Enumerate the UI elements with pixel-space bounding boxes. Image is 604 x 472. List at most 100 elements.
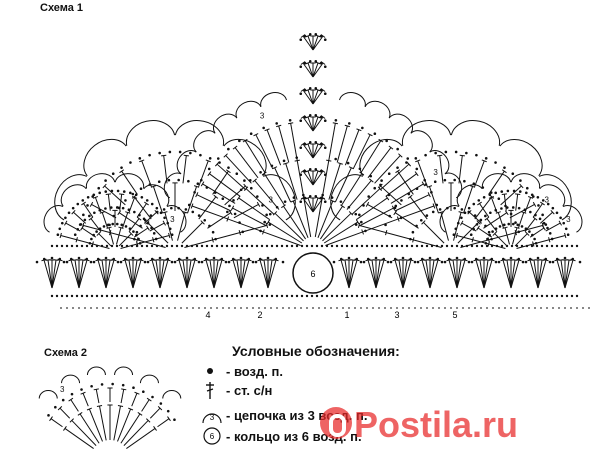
chain-dot	[150, 202, 154, 206]
chain-arc	[481, 173, 512, 189]
chain-dot	[224, 260, 228, 264]
dc-stitch	[439, 155, 444, 184]
dc-stitch-bar	[119, 169, 125, 174]
chain-dot	[81, 199, 85, 202]
chain-dot	[470, 244, 474, 248]
chain-dot	[61, 398, 65, 402]
chain-dot	[120, 166, 123, 169]
chain-dot	[100, 383, 104, 386]
chain-dot	[500, 207, 503, 210]
chain-dot	[325, 244, 329, 248]
chain-arc	[143, 184, 170, 207]
dc-stitch	[255, 134, 274, 169]
chain-count-label: 3	[268, 195, 273, 204]
chain-dot	[283, 200, 287, 203]
dc-stitch	[245, 188, 275, 215]
chain-dot	[575, 244, 579, 248]
dc-stitch-bar	[86, 407, 92, 411]
chain-dot	[475, 294, 479, 298]
chain-dot	[86, 204, 89, 207]
chain-dot	[477, 199, 481, 202]
dc-stitch-bar	[69, 418, 75, 423]
chain-dot	[77, 256, 81, 260]
chain-dot	[390, 244, 394, 248]
chain-dot	[100, 244, 104, 248]
chain-dot	[495, 244, 499, 248]
chain-dot	[116, 189, 120, 193]
chain-dot	[405, 294, 409, 298]
dc-stitch	[503, 194, 507, 211]
dc-stitch	[90, 218, 102, 233]
chain-dot	[60, 221, 64, 225]
chain-dot	[305, 244, 309, 248]
dc-stitch	[181, 222, 203, 244]
dc-stitch	[236, 259, 242, 289]
chain-dot	[211, 230, 215, 234]
chain-dot	[480, 294, 484, 298]
dc-stitch	[212, 170, 229, 195]
chain-dot	[431, 210, 435, 214]
chain-dot	[516, 223, 520, 227]
chain-dot	[380, 179, 383, 182]
chain-arc	[450, 120, 501, 146]
chain-dot	[425, 294, 429, 298]
chain-dot	[249, 186, 253, 190]
dc-stitch	[497, 212, 505, 229]
dc-stitch	[307, 197, 314, 213]
chain-dot	[90, 244, 94, 248]
dc-stitch	[240, 259, 250, 289]
dc-stitch-bar	[407, 194, 413, 199]
dc-stitch-bar	[332, 122, 338, 125]
dc-stitch	[352, 134, 371, 169]
chain-dot	[92, 260, 96, 264]
chain-dot	[340, 294, 344, 298]
chain-dot	[155, 206, 159, 210]
dc-stitch-bar	[294, 159, 300, 162]
dc-stitch	[402, 259, 408, 289]
dc-stitch-bar	[512, 259, 518, 261]
chain-dot	[129, 161, 132, 164]
chain-dot	[340, 244, 344, 248]
chain-dot	[148, 153, 151, 157]
chain-dot	[460, 208, 464, 211]
chain-dot	[361, 126, 364, 130]
chain-arc	[86, 366, 106, 376]
chain-arc	[260, 92, 287, 107]
chain-dot	[93, 211, 96, 215]
chain-dot	[382, 257, 386, 261]
dc-stitch-bar	[305, 196, 311, 200]
dc-stitch	[141, 399, 150, 412]
chain-dot	[482, 195, 486, 199]
chain-dot	[285, 294, 289, 298]
chain-dot	[110, 244, 114, 248]
chain-dot	[415, 167, 419, 171]
dc-stitch-bar	[467, 209, 472, 215]
chain-dot	[261, 204, 264, 207]
chain-dot	[537, 204, 540, 207]
chain-dot	[86, 195, 90, 199]
dc-stitch	[452, 259, 458, 289]
chain-dot	[168, 150, 172, 154]
dc-stitch	[312, 170, 319, 186]
chain-dot	[92, 193, 96, 197]
chain-dot	[330, 294, 334, 298]
chain-dot	[410, 294, 414, 298]
dc-stitch-bar	[356, 128, 362, 132]
chain-dot	[488, 193, 492, 197]
chain-dot	[563, 256, 567, 260]
chain-arc	[330, 174, 363, 221]
chain-count-label: 3	[170, 215, 175, 224]
dc-stitch-bar	[350, 259, 356, 261]
chain-dot	[143, 260, 147, 264]
dc-stitch-bar	[99, 211, 105, 214]
chain-dot	[220, 244, 224, 248]
chain-dot	[445, 244, 449, 248]
chain-dot	[396, 166, 399, 169]
chain-dot	[160, 294, 164, 298]
dc-stitch-bar	[481, 159, 487, 163]
chain-dot	[120, 244, 124, 248]
chain-dot	[255, 294, 259, 298]
chain-dot	[509, 256, 513, 260]
chain-dot	[319, 34, 323, 38]
chain-dot	[254, 260, 258, 264]
